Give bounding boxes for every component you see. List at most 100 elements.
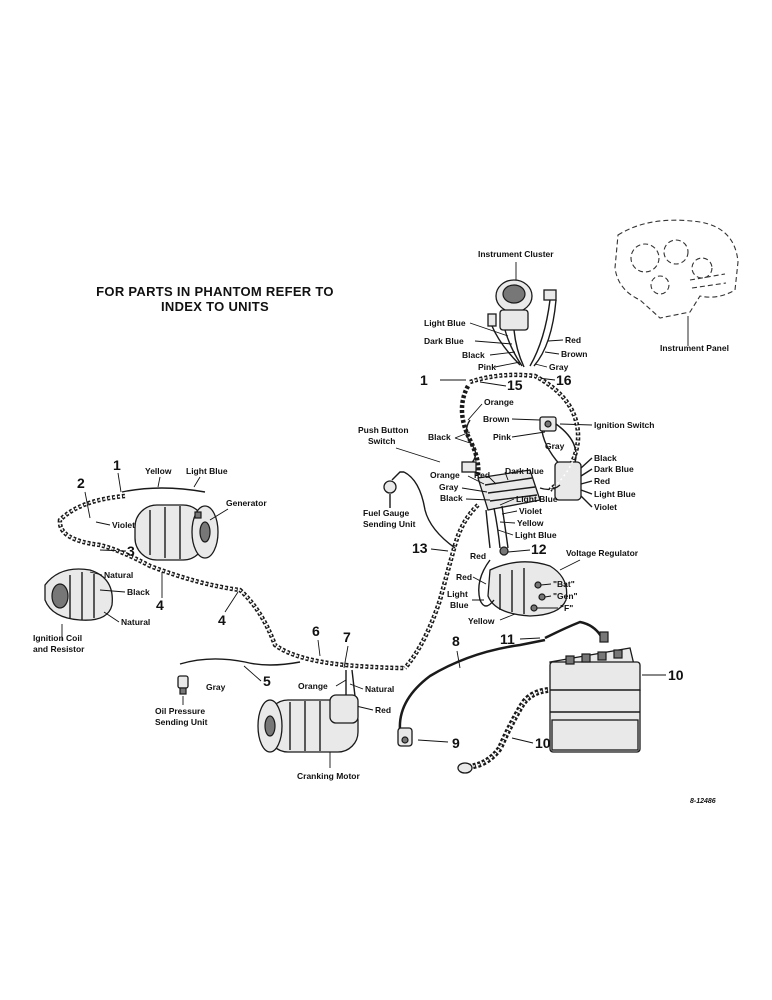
terminal-gen-label: "Gen" xyxy=(553,591,578,601)
cranking-motor xyxy=(257,694,359,753)
push-button-label-2: Switch xyxy=(368,436,395,446)
cranking-motor-label: Cranking Motor xyxy=(297,771,360,781)
wire-red-is: Red xyxy=(594,476,610,486)
wire-brown-ic: Brown xyxy=(561,349,587,359)
wire-violet-gen: Violet xyxy=(112,520,135,530)
wire-red-vr: Red xyxy=(470,551,486,561)
callout-10: 10 xyxy=(535,735,551,751)
wire-light-blue-is: Light Blue xyxy=(594,489,636,499)
header-line-2: INDEX TO UNITS xyxy=(161,299,269,314)
wire-violet-c: Violet xyxy=(519,506,542,516)
wire-yellow-gen: Yellow xyxy=(145,466,172,476)
callout-1: 1 xyxy=(113,457,121,473)
voltage-regulator-label: Voltage Regulator xyxy=(566,548,639,558)
wire-dark-blue-ic: Dark Blue xyxy=(424,336,464,346)
wire-black-c: Black xyxy=(440,493,463,503)
callout-3: 3 xyxy=(127,543,135,559)
terminal-f-label: "F" xyxy=(560,603,573,613)
fuel-gauge-label-2: Sending Unit xyxy=(363,519,416,529)
ignition-switch-label: Ignition Switch xyxy=(594,420,654,430)
wire-black-is: Black xyxy=(594,453,617,463)
push-button-switch xyxy=(461,419,477,473)
ignition-coil xyxy=(44,568,113,621)
ignition-switch-connector xyxy=(554,457,593,508)
wire-pink-is: Pink xyxy=(493,432,511,442)
wire-light-blue-c: Light Blue xyxy=(516,494,558,504)
callout-9: 9 xyxy=(452,735,460,751)
wire-gray-c: Gray xyxy=(439,482,459,492)
callout-11: 10 xyxy=(668,667,684,683)
wire-violet-is: Violet xyxy=(594,502,617,512)
generator-label: Generator xyxy=(226,498,267,508)
wire-orange-c: Orange xyxy=(430,470,460,480)
callout-2: 2 xyxy=(77,475,85,491)
cable-8 xyxy=(398,638,546,731)
terminal-13 xyxy=(499,546,509,556)
wire-red-ic: Red xyxy=(565,335,581,345)
fuel-gauge-sending-unit xyxy=(383,471,404,508)
main-harness-upper xyxy=(403,503,480,670)
battery xyxy=(549,631,641,753)
instrument-cluster-label: Instrument Cluster xyxy=(478,249,554,259)
oil-pressure-sending-unit xyxy=(177,675,189,695)
cable-10-terminal xyxy=(457,762,473,774)
push-button-label-1: Push Button xyxy=(358,425,409,435)
wire-natural-cm: Natural xyxy=(365,684,394,694)
instrument-panel-label: Instrument Panel xyxy=(660,343,729,353)
wire-light-vr: Light xyxy=(447,589,468,599)
wire-light-blue-ic: Light Blue xyxy=(424,318,466,328)
terminal-bat-label: "Bat" xyxy=(553,579,575,589)
wire-brown-is: Brown xyxy=(483,414,509,424)
oil-pressure-label-2: Sending Unit xyxy=(155,717,208,727)
callout-6: 6 xyxy=(312,623,320,639)
callout-4b: 4 xyxy=(218,612,226,628)
instrument-panel-phantom xyxy=(614,219,739,319)
wire-light-blue-gen: Light Blue xyxy=(186,466,228,476)
wire-yellow-c: Yellow xyxy=(517,518,544,528)
wire-dark-blue-is: Dark Blue xyxy=(594,464,634,474)
voltage-reg-leads xyxy=(485,505,509,549)
callout-12: 11 xyxy=(500,631,515,647)
cable-9-terminal xyxy=(397,727,413,747)
callout-17: 16 xyxy=(556,372,572,388)
oil-pressure-wire xyxy=(179,658,301,666)
central-connector xyxy=(477,469,561,511)
header-line-1: FOR PARTS IN PHANTOM REFER TO xyxy=(96,284,334,299)
wire-yellow-vr: Yellow xyxy=(468,616,495,626)
cluster-wires xyxy=(491,299,557,368)
callout-13: 12 xyxy=(531,541,547,557)
wire-black-ic: Black xyxy=(462,350,485,360)
wire-red-c: Red xyxy=(474,470,490,480)
wire-gray-ic: Gray xyxy=(549,362,569,372)
ignition-coil-label-2: and Resistor xyxy=(33,644,85,654)
wire-light-blue-c2: Light Blue xyxy=(515,530,557,540)
callout-16: 15 xyxy=(507,377,523,393)
wire-black-coil: Black xyxy=(127,587,150,597)
gen-wire-top xyxy=(121,487,206,493)
wire-orange-cm: Orange xyxy=(298,681,328,691)
callout-4a: 4 xyxy=(156,597,164,613)
callout-7: 7 xyxy=(343,629,351,645)
wire-orange-pb: Orange xyxy=(484,397,514,407)
wire-gray-oil: Gray xyxy=(206,682,226,692)
callout-15: 1 xyxy=(420,372,428,388)
wire-black-pb: Black xyxy=(428,432,451,442)
wire-pink-ic: Pink xyxy=(478,362,496,372)
fuel-gauge-label-1: Fuel Gauge xyxy=(363,508,410,518)
cable-10 xyxy=(467,687,549,770)
wire-natural-coil: Natural xyxy=(104,570,133,580)
callout-5: 5 xyxy=(263,673,271,689)
wire-natural-coil2: Natural xyxy=(121,617,150,627)
ignition-coil-label-1: Ignition Coil xyxy=(33,633,82,643)
wire-blue-vr: Blue xyxy=(450,600,469,610)
callout-14: 13 xyxy=(412,540,428,556)
oil-pressure-label-1: Oil Pressure xyxy=(155,706,205,716)
callout-8: 8 xyxy=(452,633,460,649)
drawing-code: 8-12486 xyxy=(690,798,716,805)
cable-12 xyxy=(544,620,604,640)
wire-gray-is: Gray xyxy=(545,441,565,451)
wire-dark-blue-c: Dark blue xyxy=(505,466,544,476)
wire-red-vr2: Red xyxy=(456,572,472,582)
cluster-harness-left xyxy=(459,384,481,476)
